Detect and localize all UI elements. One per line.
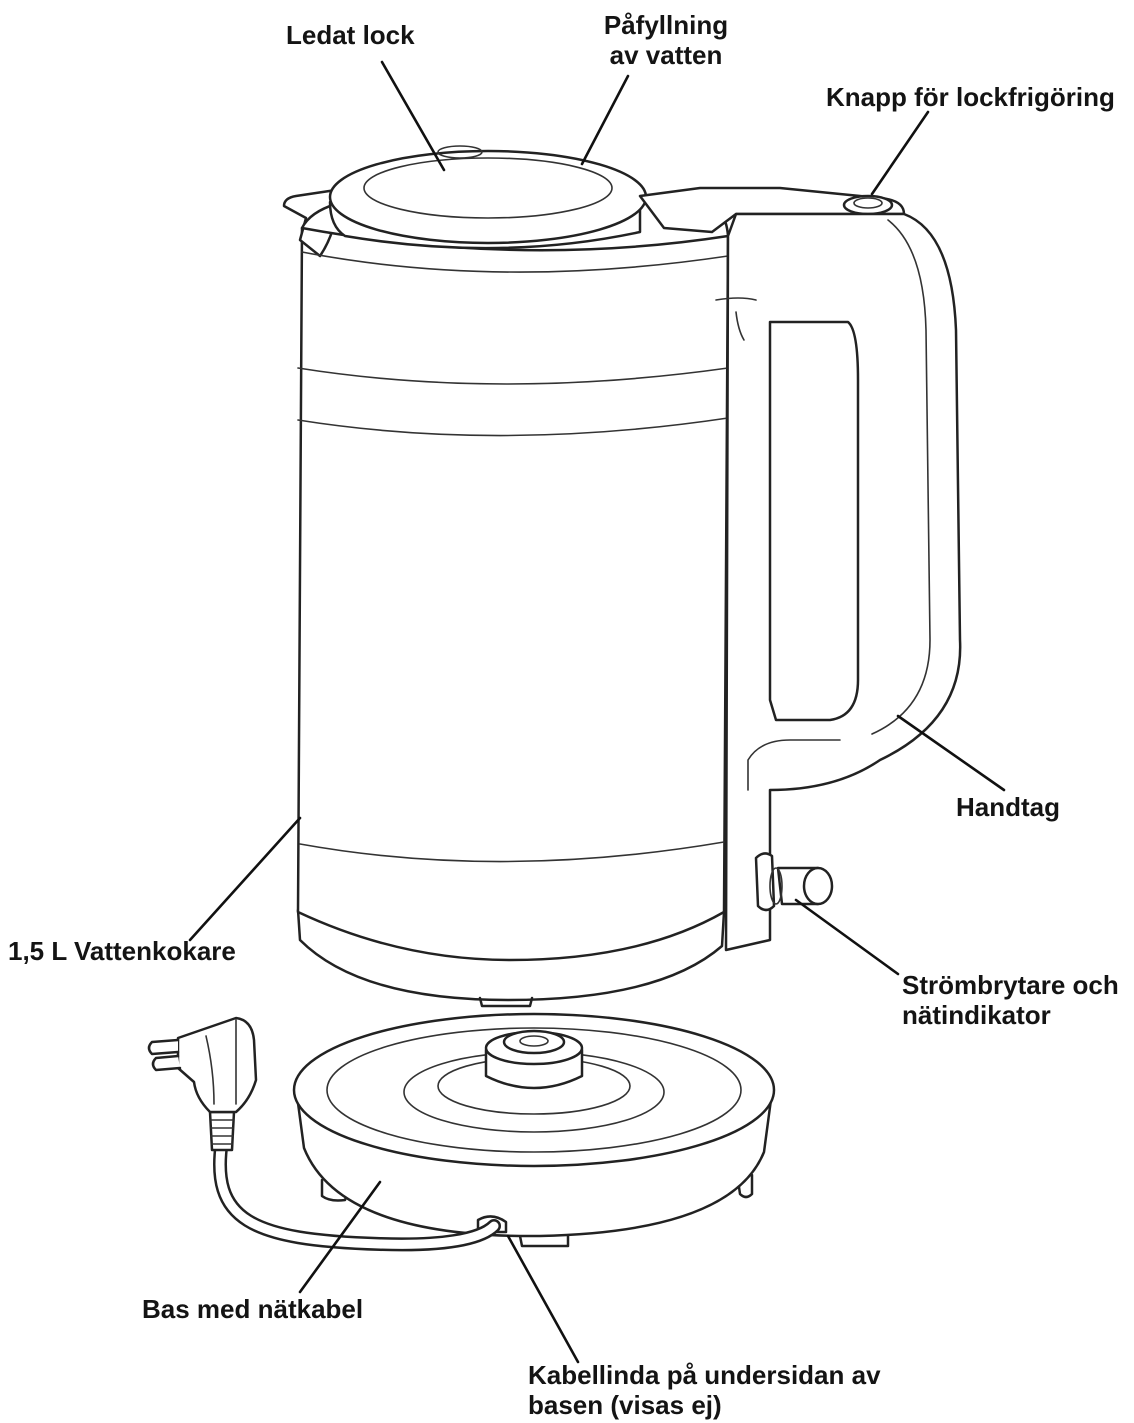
label-base-with-cord: Bas med nätkabel: [142, 1294, 363, 1324]
leader-handle: [896, 714, 1006, 792]
label-water-fill-line2: av vatten: [609, 40, 723, 70]
label-lid-release-button-text: Knapp för lockfrigöring: [826, 82, 1115, 112]
leader-lines: [188, 60, 1006, 1364]
leader-kettle: [188, 816, 302, 942]
label-water-fill: Påfyllning av vatten: [596, 10, 736, 70]
label-kettle: 1,5 L Vattenkokare: [8, 936, 236, 966]
label-cord-wrap-line2: basen (visas ej): [528, 1390, 722, 1420]
label-water-fill-line1: Påfyllning: [603, 10, 729, 40]
label-handle-text: Handtag: [956, 792, 1060, 822]
leader-lid: [380, 60, 446, 172]
label-cord-wrap: Kabellinda på undersidan av basen (visas…: [528, 1360, 881, 1420]
label-handle: Handtag: [956, 792, 1060, 822]
label-power-switch-line2: nätindikator: [902, 1000, 1051, 1030]
leader-cord-wrap: [506, 1234, 580, 1364]
kettle-handle-drawing: [638, 186, 962, 952]
label-hinged-lid: Ledat lock: [286, 20, 415, 50]
kettle-body-drawing: [282, 188, 730, 1008]
kettle-lid-drawing: [328, 145, 648, 250]
label-power-switch: Strömbrytare och nätindikator: [902, 970, 1119, 1030]
kettle-base-drawing: [292, 1012, 776, 1248]
leader-release-button: [870, 110, 930, 196]
power-cord-drawing: [147, 1016, 501, 1252]
label-base-with-cord-text: Bas med nätkabel: [142, 1294, 364, 1324]
label-cord-wrap-line1: Kabellinda på undersidan av: [528, 1360, 881, 1390]
leader-switch: [794, 898, 900, 976]
label-lid-release-button: Knapp för lockfrigöring: [826, 82, 1115, 112]
label-kettle-text: 1,5 L Vattenkokare: [8, 936, 236, 966]
leader-base: [298, 1180, 382, 1294]
leader-fill: [580, 74, 630, 166]
label-hinged-lid-text: Ledat lock: [286, 20, 415, 50]
label-power-switch-line1: Strömbrytare och: [902, 970, 1119, 1000]
